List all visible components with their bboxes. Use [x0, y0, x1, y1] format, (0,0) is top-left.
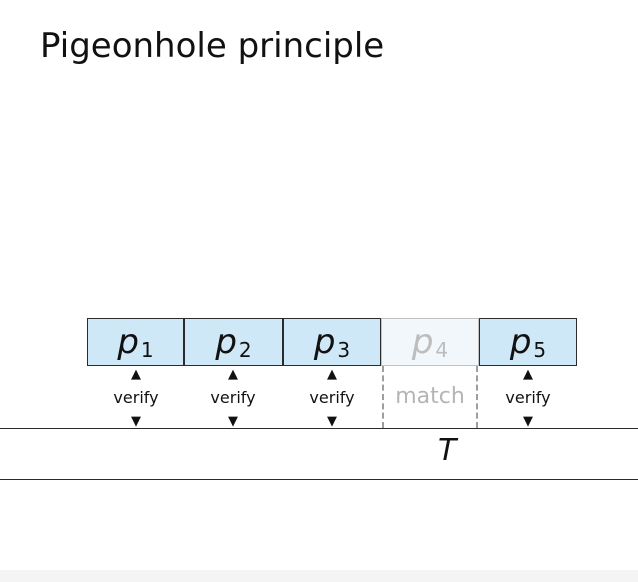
verify-connector-p1: ▲ verify ▼ [100, 368, 172, 428]
verify-label: verify [309, 388, 355, 407]
arrow-up-icon: ▲ [228, 367, 238, 382]
verify-label: verify [505, 388, 551, 407]
match-region: match [382, 366, 478, 428]
verify-connector-p5: ▲ verify ▼ [492, 368, 564, 428]
text-label: T [438, 433, 457, 468]
bottom-shade [0, 570, 638, 582]
verify-label: verify [113, 388, 159, 407]
match-label: match [395, 384, 465, 409]
arrow-down-icon: ▼ [327, 414, 337, 429]
verify-connector-p3: ▲ verify ▼ [296, 368, 368, 428]
arrow-up-icon: ▲ [131, 367, 141, 382]
slide-title: Pigeonhole principle [40, 26, 385, 66]
arrow-down-icon: ▼ [131, 414, 141, 429]
arrow-down-icon: ▼ [523, 414, 533, 429]
verify-connector-p2: ▲ verify ▼ [197, 368, 269, 428]
text-strip [0, 428, 638, 480]
arrow-down-icon: ▼ [228, 414, 238, 429]
arrow-up-icon: ▲ [327, 367, 337, 382]
arrow-up-icon: ▲ [523, 367, 533, 382]
verify-label: verify [210, 388, 256, 407]
